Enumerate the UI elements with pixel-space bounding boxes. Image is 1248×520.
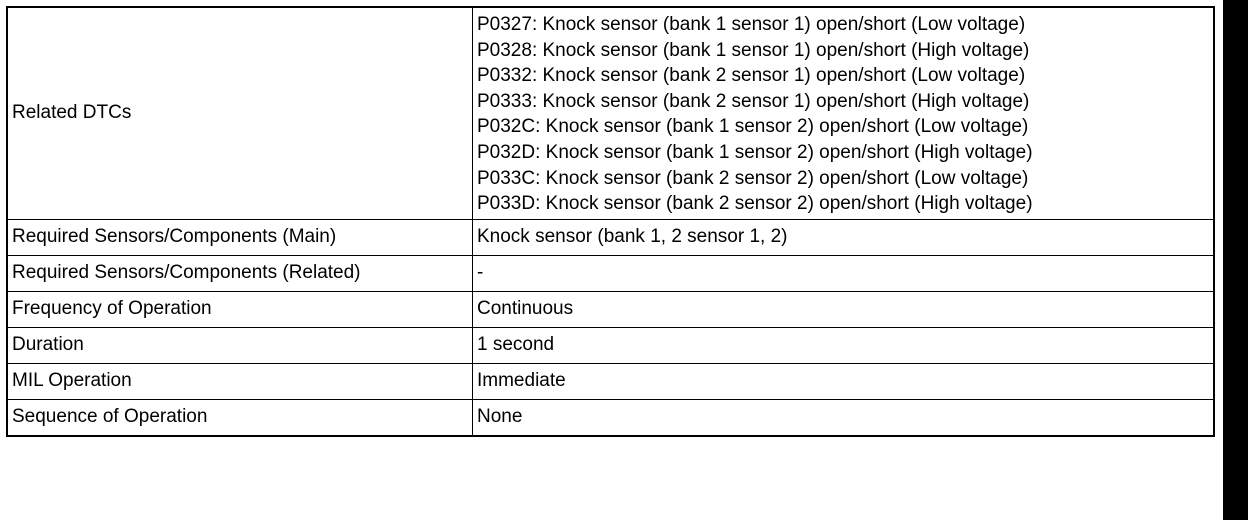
related-dtcs-values: P0327: Knock sensor (bank 1 sensor 1) op… <box>472 6 1215 220</box>
dtc-specification-table: Related DTCs P0327: Knock sensor (bank 1… <box>6 6 1215 437</box>
dtc-item: P033C: Knock sensor (bank 2 sensor 2) op… <box>477 167 1029 189</box>
dtc-item: P033D: Knock sensor (bank 2 sensor 2) op… <box>477 193 1033 215</box>
frequency-value: Continuous <box>472 290 1215 328</box>
duration-value: 1 second <box>472 326 1215 364</box>
dtc-item: P0333: Knock sensor (bank 2 sensor 1) op… <box>477 90 1030 112</box>
dtc-list: P0327: Knock sensor (bank 1 sensor 1) op… <box>477 8 1209 218</box>
dtc-item: P0327: Knock sensor (bank 1 sensor 1) op… <box>477 14 1026 35</box>
table-row-frequency: Frequency of Operation Continuous <box>6 290 1215 328</box>
dtc-item: P0332: Knock sensor (bank 2 sensor 1) op… <box>477 65 1026 87</box>
frequency-label: Frequency of Operation <box>6 290 473 328</box>
required-related-value: - <box>472 254 1215 292</box>
table-row-required-related: Required Sensors/Components (Related) - <box>6 254 1215 292</box>
table-row-required-main: Required Sensors/Components (Main) Knock… <box>6 218 1215 256</box>
required-related-label: Required Sensors/Components (Related) <box>6 254 473 292</box>
dtc-item: P0328: Knock sensor (bank 1 sensor 1) op… <box>477 39 1030 61</box>
table-row-related-dtcs: Related DTCs P0327: Knock sensor (bank 1… <box>6 6 1215 220</box>
mil-operation-label: MIL Operation <box>6 362 473 400</box>
sequence-label: Sequence of Operation <box>6 398 473 437</box>
table-row-mil-operation: MIL Operation Immediate <box>6 362 1215 400</box>
sequence-value: None <box>472 398 1215 437</box>
required-main-label: Required Sensors/Components (Main) <box>6 218 473 256</box>
table-row-duration: Duration 1 second <box>6 326 1215 364</box>
related-dtcs-label: Related DTCs <box>6 6 473 220</box>
dtc-item: P032C: Knock sensor (bank 1 sensor 2) op… <box>477 116 1029 138</box>
mil-operation-value: Immediate <box>472 362 1215 400</box>
page-edge-strip <box>1223 0 1248 520</box>
duration-label: Duration <box>6 326 473 364</box>
required-main-value: Knock sensor (bank 1, 2 sensor 1, 2) <box>472 218 1215 256</box>
dtc-item: P032D: Knock sensor (bank 1 sensor 2) op… <box>477 141 1033 163</box>
table-row-sequence: Sequence of Operation None <box>6 398 1215 437</box>
